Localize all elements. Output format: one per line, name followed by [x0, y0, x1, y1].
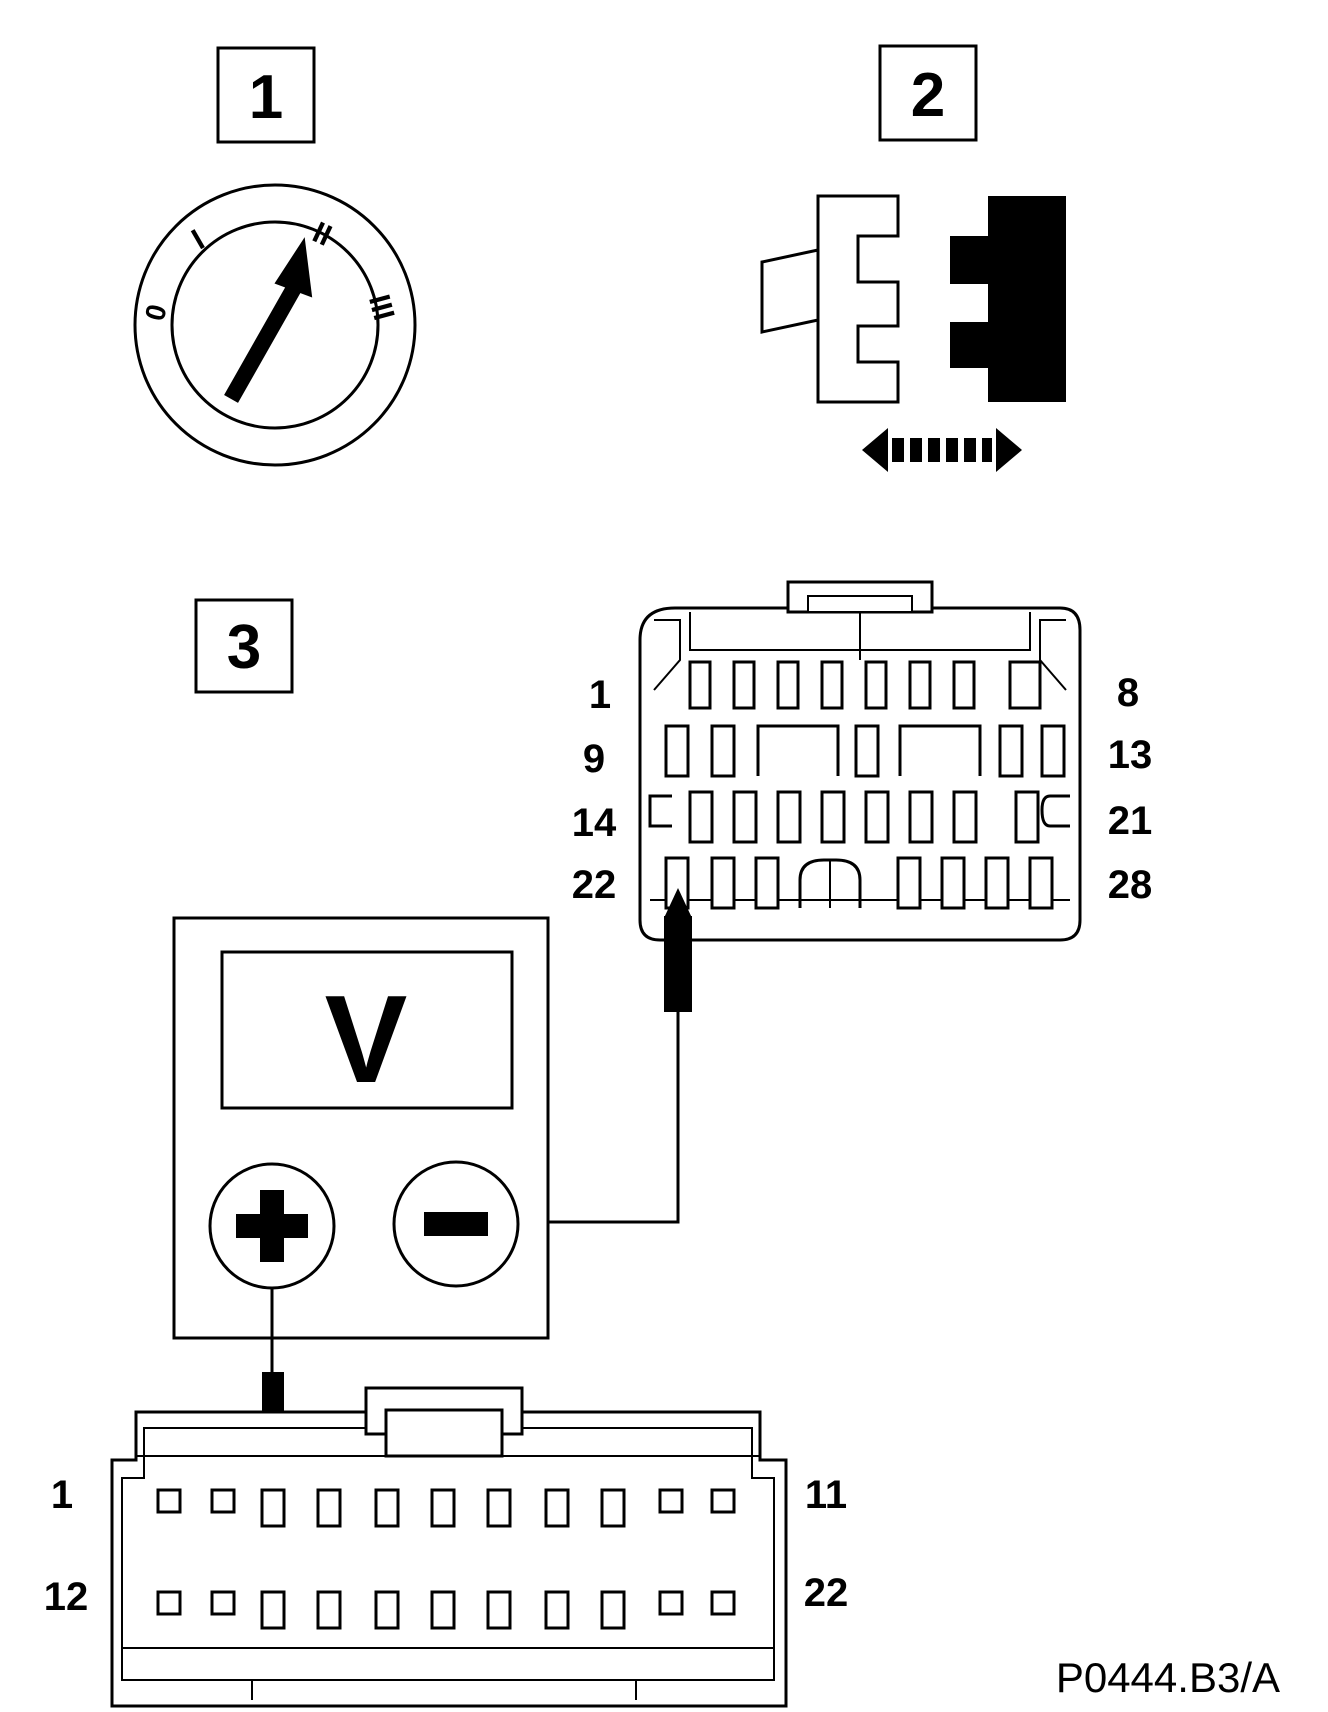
- step-2-label: 2: [878, 44, 978, 142]
- negative-test-lead: [520, 888, 692, 1224]
- pin-label-22: 22: [804, 1571, 849, 1615]
- pin-label-1: 1: [51, 1473, 73, 1517]
- voltmeter-display: [220, 950, 514, 1110]
- pin-label-22: 22: [572, 863, 617, 907]
- pin-label-14: 14: [572, 801, 617, 845]
- connector-22-terminals: [156, 1488, 736, 1630]
- step-2-number: 2: [911, 61, 945, 130]
- connector-22-pin: 1 11 12 22: [44, 1386, 849, 1708]
- step-1-number: 1: [249, 63, 283, 132]
- figure-code: P0444.B3/A: [1056, 1654, 1280, 1701]
- step-3-label: 3: [194, 598, 294, 694]
- pin-label-9: 9: [583, 737, 605, 781]
- voltmeter: V + −: [0, 0, 550, 1340]
- voltmeter-unit: V: [325, 971, 408, 1109]
- step-1-label: 1: [216, 46, 316, 144]
- pin-label-1: 1: [589, 673, 611, 717]
- connector-28-terminals: [648, 660, 1070, 910]
- connector-disconnect-icon: [760, 194, 1066, 472]
- switch-pos-0: 0: [139, 301, 173, 324]
- step-3-number: 3: [227, 613, 261, 682]
- minus-label: −: [0, 0, 1, 1]
- ignition-switch-icon: 0 I II III: [133, 183, 417, 467]
- pin-label-28: 28: [1108, 863, 1153, 907]
- connector-28-pin: 1 8 9 13 14 21 22 28: [572, 580, 1153, 942]
- pin-label-11: 11: [805, 1473, 847, 1517]
- pin-label-8: 8: [1117, 671, 1139, 715]
- double-arrow-icon: [862, 428, 1022, 472]
- pin-label-12: 12: [44, 1575, 89, 1619]
- pin-label-13: 13: [1108, 733, 1153, 777]
- pin-label-21: 21: [1108, 799, 1153, 843]
